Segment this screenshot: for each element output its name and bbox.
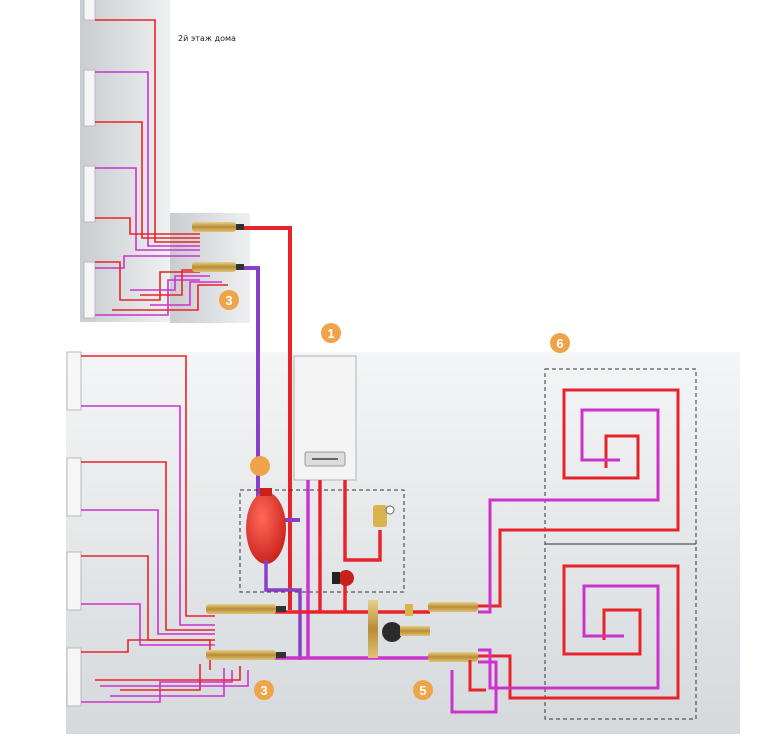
marker-label: 3 [260,683,267,698]
expansion-tank-cap [260,488,272,496]
marker-6: 6 [550,333,570,353]
underfloor-loop-upper [478,388,680,614]
lower-floor-panel [66,352,740,734]
marker-5: 5 [413,680,433,700]
lower-manifolds [206,604,286,660]
radiator [83,0,96,21]
pump-body [338,570,354,586]
mixing-valve-body [368,600,378,658]
radiator [66,351,82,411]
radiator [66,457,82,517]
circulation-pump [332,570,354,586]
underfloor-manifolds [428,602,478,662]
marker-label: 5 [419,683,426,698]
marker-badge [254,680,274,700]
mixing-pump [382,622,402,642]
radiator [83,261,96,319]
marker-2 [250,456,270,476]
pressure-gauge [385,505,395,515]
boiler [293,355,357,481]
upper-radiators [83,0,96,319]
safety-valve [373,505,387,527]
valve [276,652,286,658]
valve [236,224,244,230]
pump-motor [332,572,340,584]
valve [236,264,244,270]
radiator [83,69,96,127]
expansion-tank [246,492,286,564]
marker-3-lower: 3 [254,680,274,700]
underfloor-zone-upper [544,368,697,545]
marker-badge [413,680,433,700]
lower-radiators [66,351,82,707]
upper-manifolds [192,222,244,272]
radiator [66,647,82,707]
manifold-return [192,262,236,272]
radiator [83,165,96,223]
lower-radiator-pipes [81,355,249,703]
marker-1: 1 [321,323,341,343]
radiator [66,551,82,611]
marker-badge [550,333,570,353]
marker-badge [321,323,341,343]
underfloor-zone-lower [544,543,697,720]
marker-badge [219,290,239,310]
mixing-fitting [400,626,430,636]
upper-radiator-pipes [95,19,228,316]
floor-caption: 2й этаж дома [178,34,236,43]
marker-label: 6 [556,336,563,351]
manifold-return [428,652,478,662]
mixing-unit [368,600,430,658]
marker-badge [250,456,270,476]
underfloor-loop-lower [450,564,680,714]
valve [276,606,286,612]
marker-label: 3 [225,293,232,308]
thermo-valve [405,604,413,616]
marker-3-upper: 3 [219,290,239,310]
manifold-supply [192,222,236,232]
supply-riser [244,226,292,610]
manifold-supply [428,602,478,612]
manifold-return [206,650,276,660]
manifold-supply [206,604,276,614]
marker-label: 1 [327,326,334,341]
